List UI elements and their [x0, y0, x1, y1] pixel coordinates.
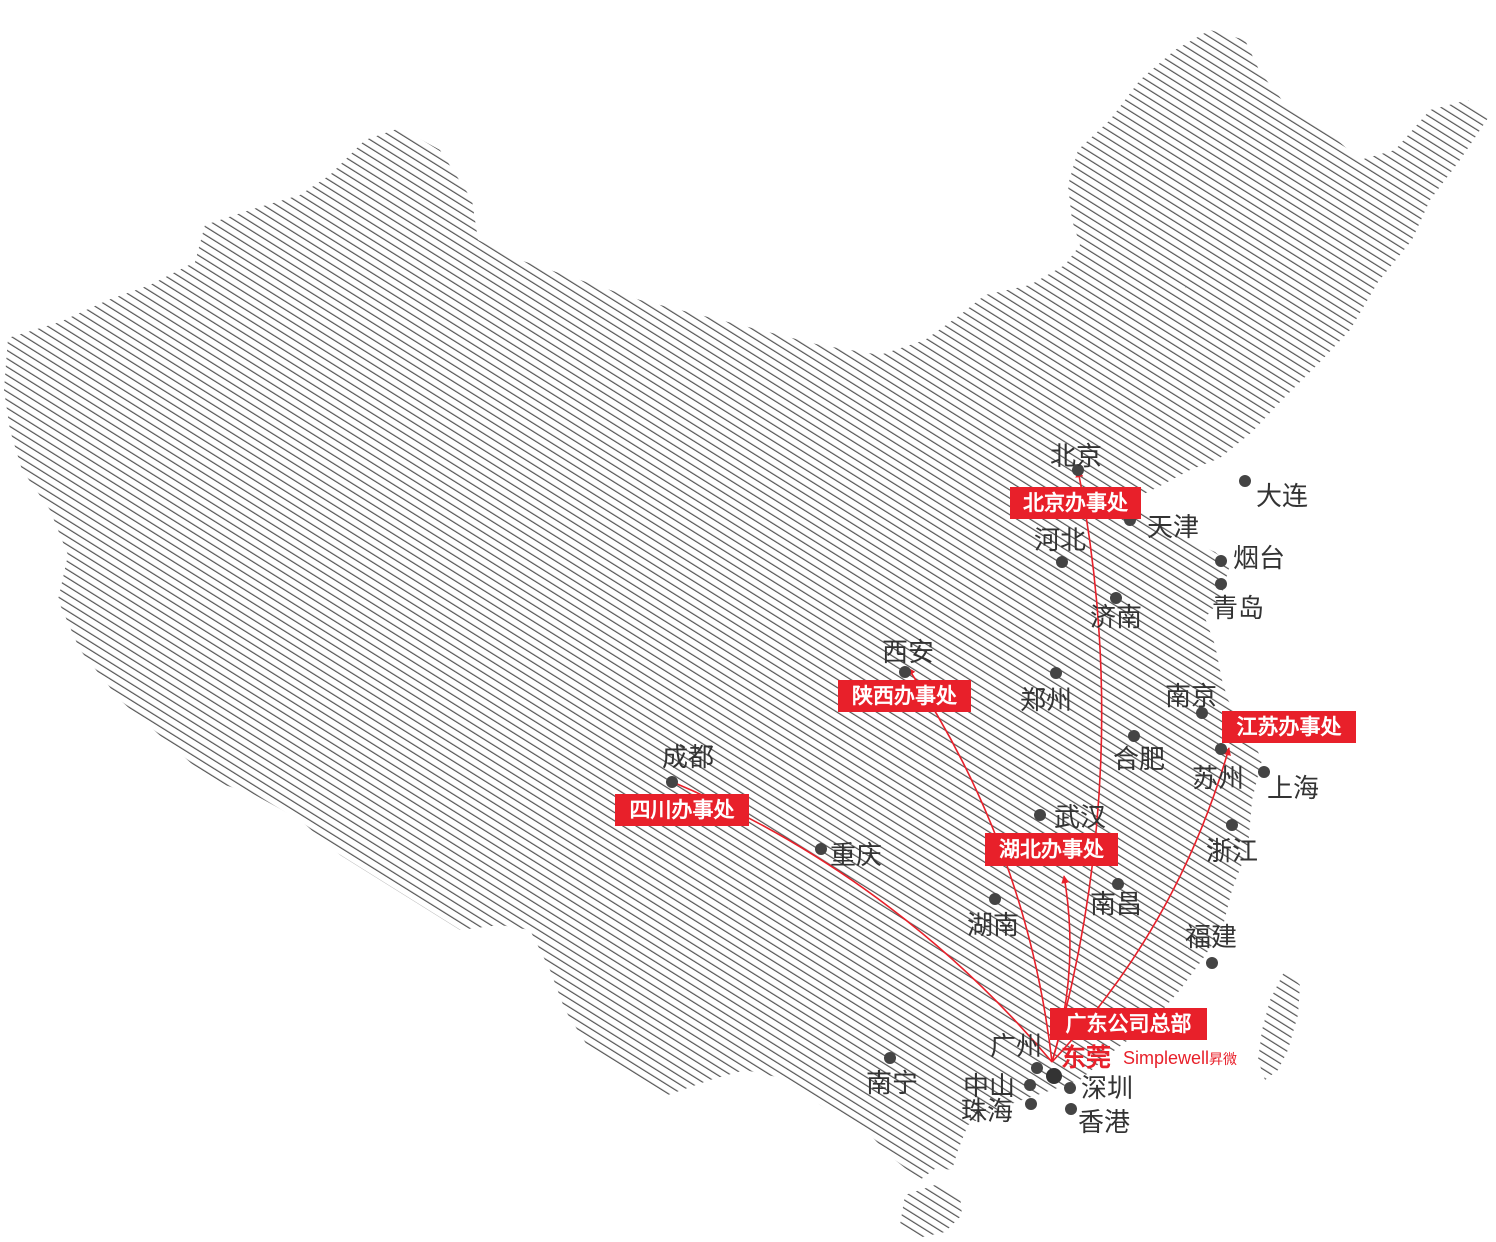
taiwan-island [1258, 970, 1300, 1080]
city-label: 重庆 [830, 841, 882, 871]
city-dot [1215, 555, 1227, 567]
office-badge-bg [838, 680, 971, 712]
city-dot [1112, 878, 1124, 890]
city-dot [1050, 667, 1062, 679]
city-dot [1110, 592, 1122, 604]
office-badge-label: 江苏办事处 [1237, 715, 1342, 739]
city-label: 天津 [1147, 513, 1199, 543]
city-dot [1215, 578, 1227, 590]
city-dot [666, 776, 678, 788]
city-dot [1196, 707, 1208, 719]
city-label: 南昌 [1090, 890, 1142, 920]
city-dot [1258, 766, 1270, 778]
office-badge-label: 北京办事处 [1023, 491, 1128, 515]
mainland-landmass [4, 30, 1488, 1180]
city-dot [1206, 957, 1218, 969]
city-label: 武汉 [1054, 803, 1106, 833]
city-dot [1034, 809, 1046, 821]
hq-badge-label: 广东公司总部 [1066, 1012, 1192, 1036]
city-dot [884, 1052, 896, 1064]
office-badge-bg [985, 833, 1118, 866]
city-label: 烟台 [1233, 544, 1285, 574]
city-dot [989, 893, 1001, 905]
office-badge-beijing[interactable]: 北京办事处 [1010, 487, 1141, 519]
office-badge-shaanxi[interactable]: 陕西办事处 [838, 680, 971, 712]
city-label: 合肥 [1113, 745, 1165, 775]
city-dot [1239, 475, 1251, 487]
city-label: 深圳 [1081, 1074, 1133, 1104]
city-label: 浙江 [1206, 837, 1258, 867]
office-badge-bg [615, 794, 749, 826]
city-dot [1064, 1082, 1076, 1094]
route-hubei [1051, 875, 1071, 1063]
city-dot [1056, 556, 1068, 568]
city-dot [1031, 1062, 1043, 1074]
hq-city-label: 东莞 [1061, 1043, 1111, 1072]
office-badge-label: 湖北办事处 [999, 838, 1104, 862]
city-dot [1215, 743, 1227, 755]
city-dot [899, 666, 911, 678]
hainan-island [900, 1185, 962, 1238]
city-markers: 北京天津 大连河北烟台青岛 济南西安郑州 南京合肥苏州上海 成都武汉重庆 浙江南昌湖南 福建… [662, 442, 1319, 1138]
city-label: 南京 [1165, 682, 1217, 712]
office-badge-label: 陕西办事处 [852, 684, 957, 708]
city-label: 福建 [1185, 923, 1237, 953]
city-label: 上海 [1267, 774, 1319, 804]
city-label: 西安 [882, 638, 934, 668]
city-label: 北京 [1050, 442, 1102, 472]
city-label: 郑州 [1020, 686, 1072, 716]
city-label: 珠海 [961, 1097, 1013, 1127]
office-badge-hubei[interactable]: 湖北办事处 [985, 833, 1118, 866]
brand-label: Simplewell昇微 [1123, 1048, 1237, 1068]
city-dot [1065, 1103, 1077, 1115]
city-label: 中山 [963, 1072, 1015, 1102]
hq-badge[interactable]: 广东公司总部 [1050, 1008, 1207, 1040]
city-dot [1072, 464, 1084, 476]
city-dot [1025, 1098, 1037, 1110]
leizhou-peninsula [930, 1130, 958, 1170]
office-badge-bg [1010, 487, 1141, 519]
city-label: 广州 [990, 1032, 1042, 1062]
city-label: 济南 [1090, 603, 1142, 633]
city-label: 青岛 [1212, 594, 1264, 624]
brand-name-cn: 昇微 [1209, 1051, 1237, 1067]
office-badge-jiangsu[interactable]: 江苏办事处 [1222, 711, 1356, 743]
city-label: 南宁 [866, 1069, 918, 1099]
city-dot [1226, 819, 1238, 831]
office-badge-bg [1222, 711, 1356, 743]
hq-badge-bg [1050, 1008, 1207, 1040]
city-label: 河北 [1034, 526, 1086, 556]
city-label: 湖南 [967, 911, 1019, 941]
office-badge-label: 四川办事处 [630, 798, 735, 822]
hq-dot [1046, 1068, 1062, 1084]
route-beijing [1051, 469, 1103, 1063]
office-badge-sichuan[interactable]: 四川办事处 [615, 794, 749, 826]
city-dot [1128, 730, 1140, 742]
city-label: 苏州 [1192, 764, 1244, 794]
city-label: 香港 [1078, 1108, 1130, 1138]
brand-name: Simplewell [1123, 1048, 1209, 1068]
city-dot [815, 843, 827, 855]
city-label: 成都 [662, 743, 714, 773]
city-dot [1024, 1079, 1036, 1091]
city-label: 大连 [1256, 482, 1308, 512]
